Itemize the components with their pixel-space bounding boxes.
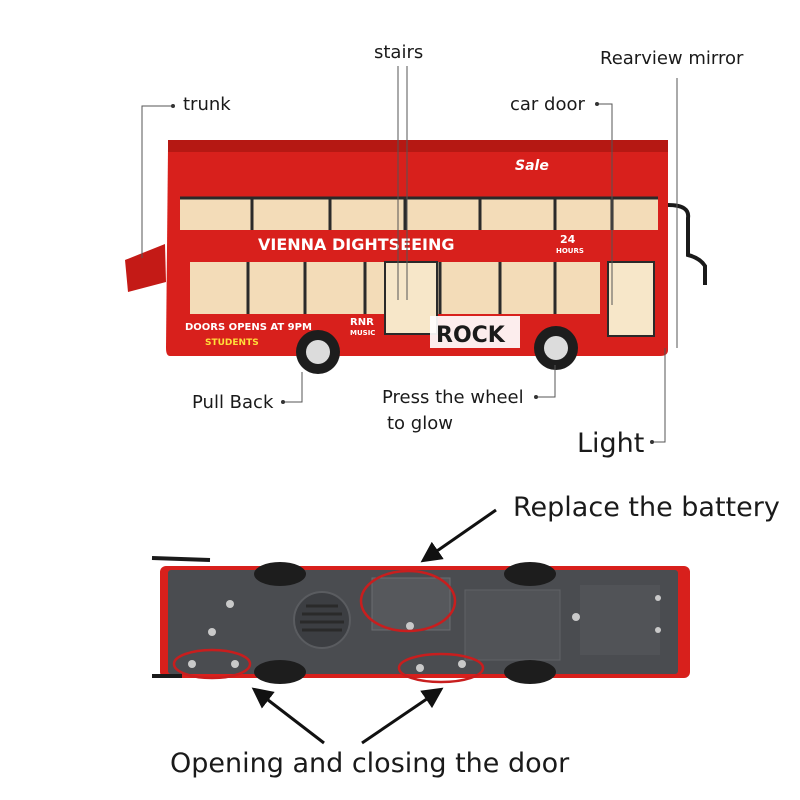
banner-text: VIENNA DIGHTSEEING bbox=[258, 235, 455, 254]
underside-wheels bbox=[254, 562, 556, 684]
doors-sign: DOORS OPENS AT 9PM bbox=[185, 322, 312, 333]
music-print: MUSIC bbox=[350, 329, 375, 337]
rear-wheel bbox=[296, 330, 340, 374]
stairs-door bbox=[384, 261, 438, 335]
hours-label: HOURS bbox=[556, 247, 584, 255]
trunk-panel bbox=[125, 244, 166, 292]
banner-stripe bbox=[170, 230, 660, 258]
sale-print: Sale bbox=[515, 158, 549, 174]
front-wheel bbox=[534, 326, 578, 370]
press-wheel-label-line2: to glow bbox=[387, 413, 453, 434]
door-mechanism-label: Opening and closing the door bbox=[170, 748, 570, 779]
rock-panel bbox=[430, 316, 520, 348]
door-highlight-circle-right bbox=[397, 652, 485, 684]
press-wheel-label-line1: Press the wheel bbox=[382, 387, 524, 408]
speaker-grille bbox=[293, 591, 351, 649]
door-arrow-left bbox=[251, 687, 325, 745]
hours-number: 24 bbox=[560, 233, 576, 246]
battery-highlight-circle bbox=[359, 569, 457, 633]
bus-side-view: VIENNA DIGHTSEEING 24 HOURS DOORS OPENS … bbox=[125, 140, 707, 374]
chassis-frame bbox=[580, 585, 660, 655]
chassis-panel bbox=[464, 589, 561, 661]
car-door-label: car door bbox=[510, 94, 585, 115]
bus-underside-view bbox=[151, 556, 690, 684]
upper-windows bbox=[180, 198, 658, 232]
pull-back-label: Pull Back bbox=[192, 392, 274, 413]
door-arrow-right bbox=[361, 687, 444, 745]
light-label: Light bbox=[577, 428, 645, 459]
stairs-label: stairs bbox=[374, 42, 424, 63]
trunk-label: trunk bbox=[183, 94, 231, 115]
replace-battery-label: Replace the battery bbox=[513, 492, 780, 523]
callout-arrows bbox=[251, 508, 497, 745]
battery-arrow bbox=[420, 508, 497, 563]
rnr-print: RNR bbox=[350, 317, 374, 328]
battery-cover bbox=[371, 577, 451, 631]
rearview-mirror bbox=[667, 203, 707, 285]
rearview-mirror-label: Rearview mirror bbox=[600, 48, 744, 69]
students-print: STUDENTS bbox=[205, 338, 259, 348]
front-door bbox=[607, 261, 655, 337]
top-callout-lines bbox=[141, 66, 678, 443]
bus-roof bbox=[168, 140, 668, 152]
rock-print: ROCK bbox=[436, 323, 506, 348]
door-highlight-circle-left bbox=[172, 648, 252, 680]
